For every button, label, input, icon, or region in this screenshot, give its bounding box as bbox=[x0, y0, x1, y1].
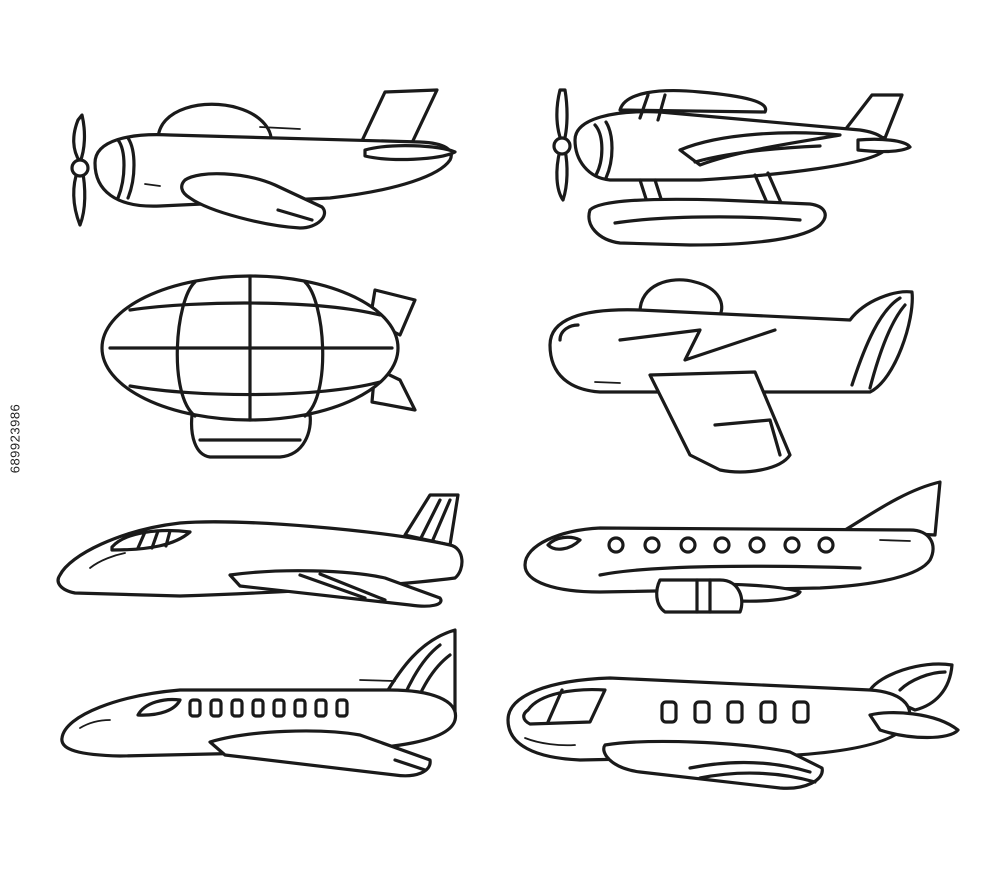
business-jet-icon bbox=[60, 628, 458, 778]
airship-icon bbox=[100, 274, 417, 459]
fighter-jet-icon bbox=[56, 493, 464, 608]
jet-airliner-icon bbox=[523, 480, 942, 614]
stock-id-strip: 689923986 bbox=[0, 0, 30, 877]
propeller-plane-icon bbox=[70, 88, 457, 230]
passenger-plane-icon bbox=[506, 662, 960, 790]
cartoon-plane-icon bbox=[548, 278, 914, 474]
seaplane-icon bbox=[552, 88, 912, 247]
